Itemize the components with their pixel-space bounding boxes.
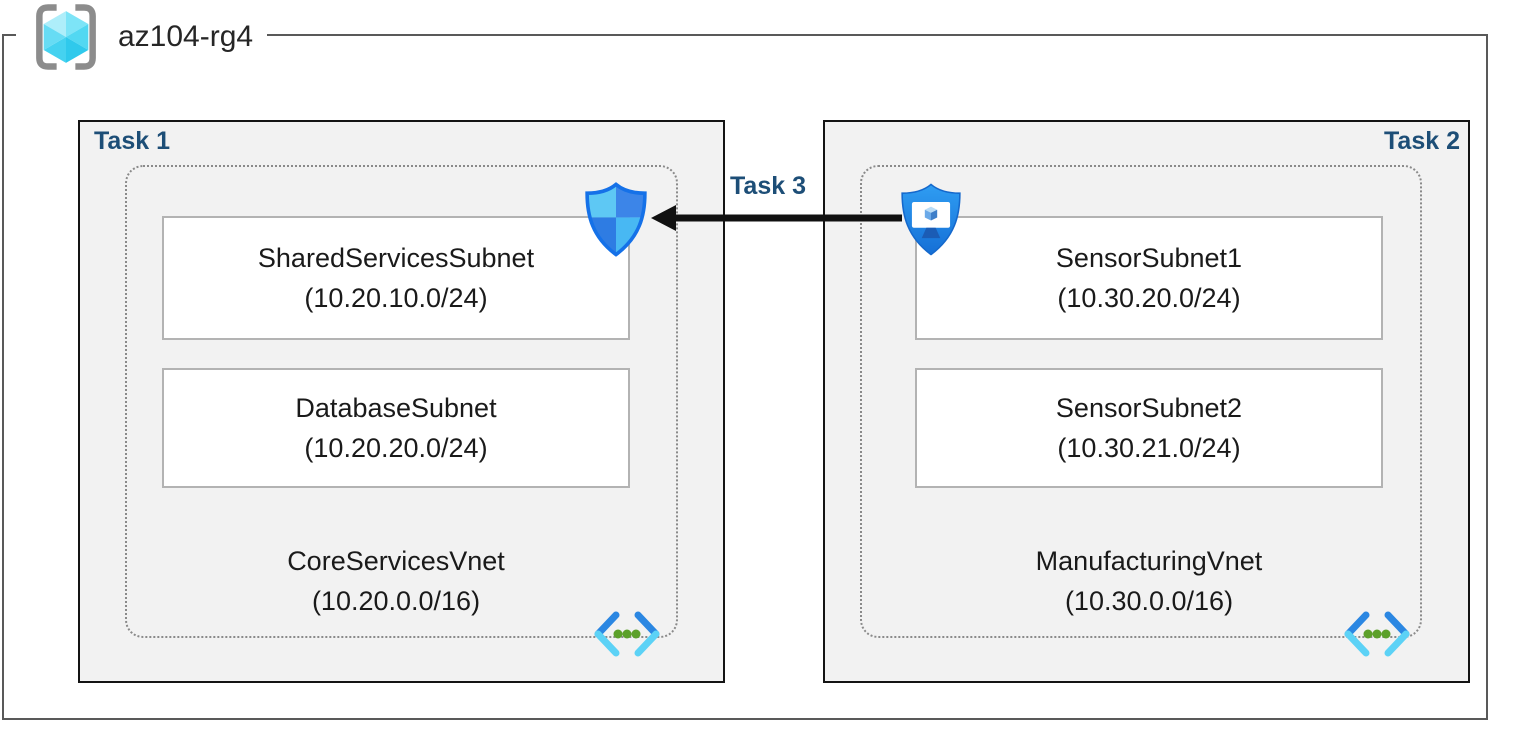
resource-group-icon — [36, 4, 96, 70]
resource-group-border — [2, 34, 1488, 720]
virtual-network-icon — [594, 611, 660, 657]
manufacturing-vnet-container — [860, 165, 1422, 638]
resource-group-header: az104-rg4 — [16, 1, 268, 73]
vnet-name: CoreServicesVnet — [287, 546, 505, 576]
virtual-network-icon — [1344, 611, 1410, 657]
manufacturing-vnet-label: ManufacturingVnet (10.30.0.0/16) — [915, 541, 1383, 621]
resource-group-name: az104-rg4 — [118, 20, 254, 53]
database-subnet-box: DatabaseSubnet (10.20.20.0/24) — [162, 368, 630, 488]
subnet-name: DatabaseSubnet — [295, 393, 497, 423]
core-services-vnet-container — [125, 165, 678, 638]
task3-label: Task 3 — [730, 172, 806, 200]
subnet-cidr: (10.20.10.0/24) — [304, 283, 488, 313]
task1-label: Task 1 — [94, 127, 170, 155]
core-services-vnet-label: CoreServicesVnet (10.20.0.0/16) — [162, 541, 630, 621]
shared-services-subnet-box: SharedServicesSubnet (10.20.10.0/24) — [162, 216, 630, 340]
task2-label: Task 2 — [1384, 127, 1460, 155]
subnet-name: SensorSubnet1 — [1055, 243, 1243, 273]
vnet-cidr: (10.20.0.0/16) — [311, 586, 481, 616]
subnet-name: SharedServicesSubnet — [257, 243, 535, 273]
task3-arrow — [651, 205, 902, 231]
sensor-subnet1-box: SensorSubnet1 (10.30.20.0/24) — [915, 216, 1383, 340]
subnet-cidr: (10.30.20.0/24) — [1057, 283, 1241, 313]
network-security-group-shield-icon — [585, 182, 647, 257]
monitor-stand — [921, 227, 941, 239]
application-security-group-shield-icon — [901, 183, 961, 256]
sensor-subnet2-box: SensorSubnet2 (10.30.21.0/24) — [915, 368, 1383, 488]
vnet-name: ManufacturingVnet — [1035, 546, 1263, 576]
subnet-cidr: (10.20.20.0/24) — [304, 433, 488, 463]
subnet-name: SensorSubnet2 — [1055, 393, 1243, 423]
subnet-cidr: (10.30.21.0/24) — [1057, 433, 1241, 463]
vnet-cidr: (10.30.0.0/16) — [1064, 586, 1234, 616]
